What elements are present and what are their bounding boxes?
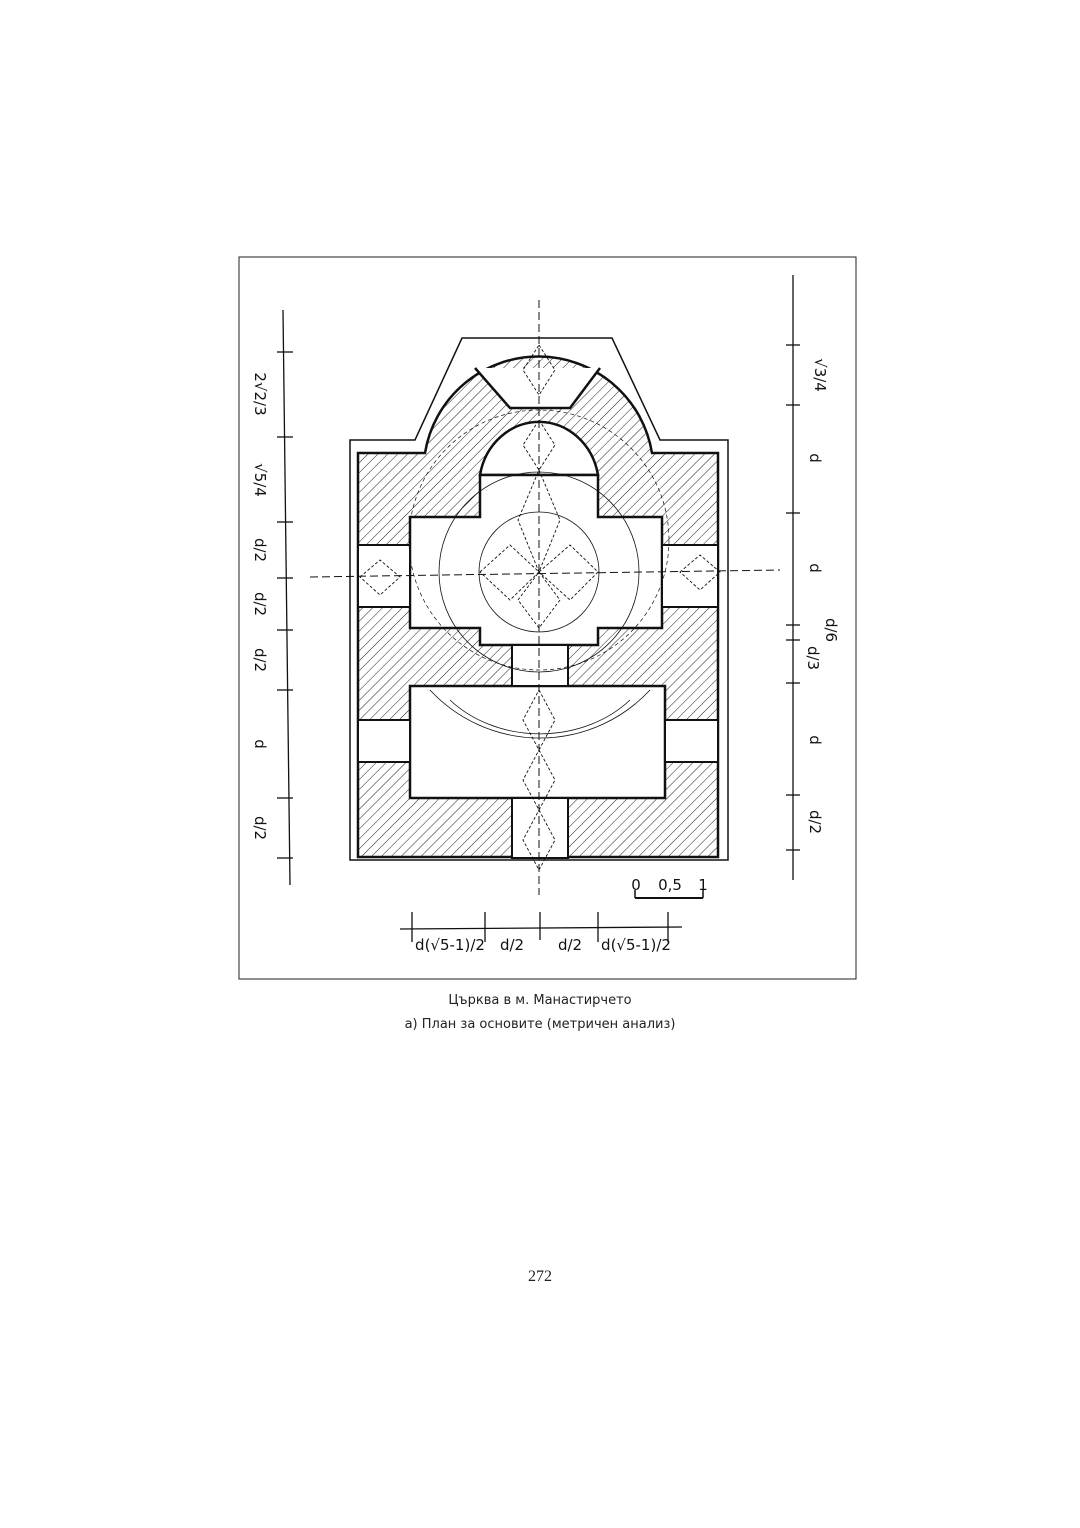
figure-caption-title: Църква в м. Манастирчето — [448, 993, 632, 1008]
church-plan-figure: 2√2/3 √5/4 d/2 d/2 d/2 d d/2 √3/4 d d d/… — [238, 256, 857, 980]
scale-label: 0,5 — [658, 876, 682, 894]
right-dim-label: d — [806, 453, 824, 463]
figure-frame — [238, 256, 857, 980]
left-dim-label: d — [251, 739, 269, 749]
left-dim-label: d/2 — [251, 816, 269, 840]
left-dim-label: d/2 — [251, 592, 269, 616]
figure-caption-subtitle: а) План за основите (метричен анализ) — [404, 1017, 676, 1032]
bottom-dim-label: d(√5-1)/2 — [601, 936, 671, 954]
left-dim-label: √5/4 — [251, 463, 269, 497]
right-dim-label: d/2 — [806, 810, 824, 834]
right-dimension-chain — [786, 275, 800, 880]
left-dim-label: d/2 — [251, 538, 269, 562]
bottom-dim-label: d/2 — [558, 936, 582, 954]
page-number: 272 — [528, 1268, 552, 1285]
left-dim-label: 2√2/3 — [251, 372, 269, 415]
bottom-dim-label: d(√5-1)/2 — [415, 936, 485, 954]
plan-drawing — [309, 300, 781, 895]
right-dim-label: d/6 — [822, 618, 840, 642]
bottom-dim-label: d/2 — [500, 936, 524, 954]
left-dimension-chain — [277, 309, 293, 886]
bottom-dimension-chain — [399, 912, 683, 942]
right-dim-label: d — [806, 563, 824, 573]
right-dim-label: d — [806, 735, 824, 745]
right-dim-label: √3/4 — [811, 358, 829, 392]
left-dim-label: d/2 — [251, 648, 269, 672]
scale-label: 1 — [698, 876, 708, 894]
right-dim-label: d/3 — [804, 646, 822, 670]
scale-bar: 0 0,5 1 — [631, 876, 708, 899]
scale-label: 0 — [631, 876, 641, 894]
